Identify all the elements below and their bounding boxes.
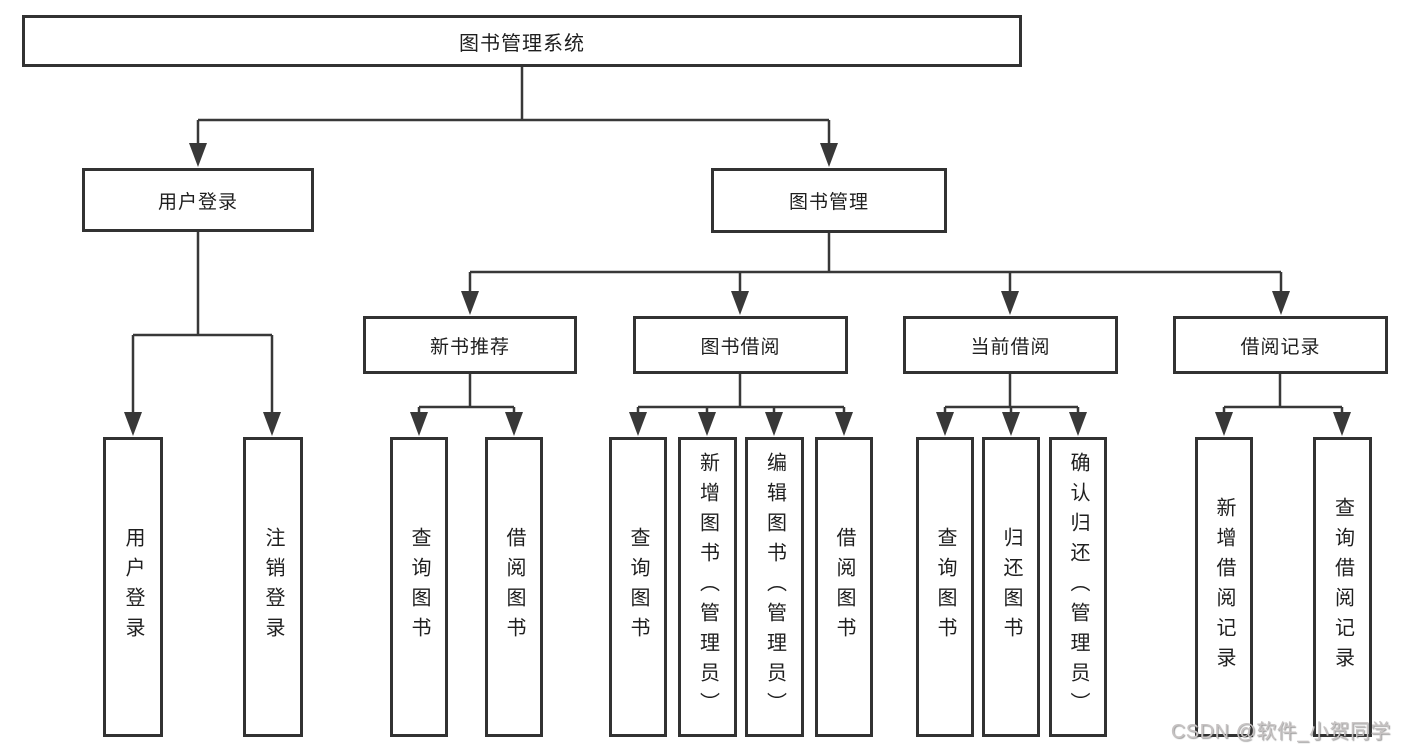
node-leaf-query-borrow-record: 查询借阅记录 — [1313, 437, 1372, 737]
node-book-borrow-label: 图书借阅 — [700, 336, 781, 358]
node-leaf-edit-books-admin: 编辑图书（管理员） — [745, 437, 804, 737]
node-leaf-borrow-books-1: 借阅图书 — [485, 437, 543, 737]
node-book-management-label: 图书管理 — [788, 192, 869, 213]
node-leaf-add-books-admin-label: 新增图书（管理员） — [696, 452, 719, 722]
node-leaf-query-books-2: 查询图书 — [609, 437, 667, 737]
node-new-book-recommend-label: 新书推荐 — [429, 336, 510, 358]
node-leaf-user-login: 用户登录 — [103, 437, 163, 737]
node-root-system: 图书管理系统 — [22, 15, 1022, 67]
node-leaf-add-borrow-record: 新增借阅记录 — [1195, 437, 1253, 737]
node-book-management: 图书管理 — [711, 168, 947, 233]
node-leaf-return-books-label: 归还图书 — [1000, 527, 1022, 647]
node-leaf-add-books-admin: 新增图书（管理员） — [678, 437, 737, 737]
node-leaf-confirm-return-admin-label: 确认归还（管理员） — [1067, 452, 1089, 722]
node-book-borrow: 图书借阅 — [633, 316, 848, 374]
node-borrow-records: 借阅记录 — [1173, 316, 1388, 374]
node-current-borrow-label: 当前借阅 — [970, 336, 1051, 358]
node-user-login: 用户登录 — [82, 168, 314, 232]
node-leaf-query-books-2-label: 查询图书 — [627, 527, 649, 647]
node-leaf-return-books: 归还图书 — [982, 437, 1040, 737]
node-leaf-borrow-books-2-label: 借阅图书 — [833, 527, 855, 647]
arrowheads — [124, 143, 1351, 436]
node-user-login-label: 用户登录 — [157, 191, 238, 213]
node-leaf-query-books-1: 查询图书 — [390, 437, 448, 737]
node-leaf-logout-label: 注销登录 — [262, 527, 284, 647]
node-leaf-confirm-return-admin: 确认归还（管理员） — [1049, 437, 1107, 737]
node-current-borrow: 当前借阅 — [903, 316, 1118, 374]
node-leaf-borrow-books-2: 借阅图书 — [815, 437, 873, 737]
node-leaf-query-borrow-record-label: 查询借阅记录 — [1331, 497, 1354, 677]
csdn-watermark: CSDN @软件_小贺同学 — [1170, 721, 1391, 743]
node-leaf-query-books-1-label: 查询图书 — [408, 527, 430, 647]
node-leaf-query-books-3-label: 查询图书 — [934, 527, 956, 647]
node-leaf-edit-books-admin-label: 编辑图书（管理员） — [763, 452, 786, 722]
node-leaf-user-login-label: 用户登录 — [122, 527, 144, 647]
node-leaf-add-borrow-record-label: 新增借阅记录 — [1213, 497, 1235, 677]
node-borrow-records-label: 借阅记录 — [1240, 336, 1321, 358]
node-root-system-label: 图书管理系统 — [459, 32, 585, 55]
node-leaf-query-books-3: 查询图书 — [916, 437, 974, 737]
node-leaf-logout: 注销登录 — [243, 437, 303, 737]
node-new-book-recommend: 新书推荐 — [363, 316, 577, 374]
node-leaf-borrow-books-1-label: 借阅图书 — [503, 527, 525, 647]
